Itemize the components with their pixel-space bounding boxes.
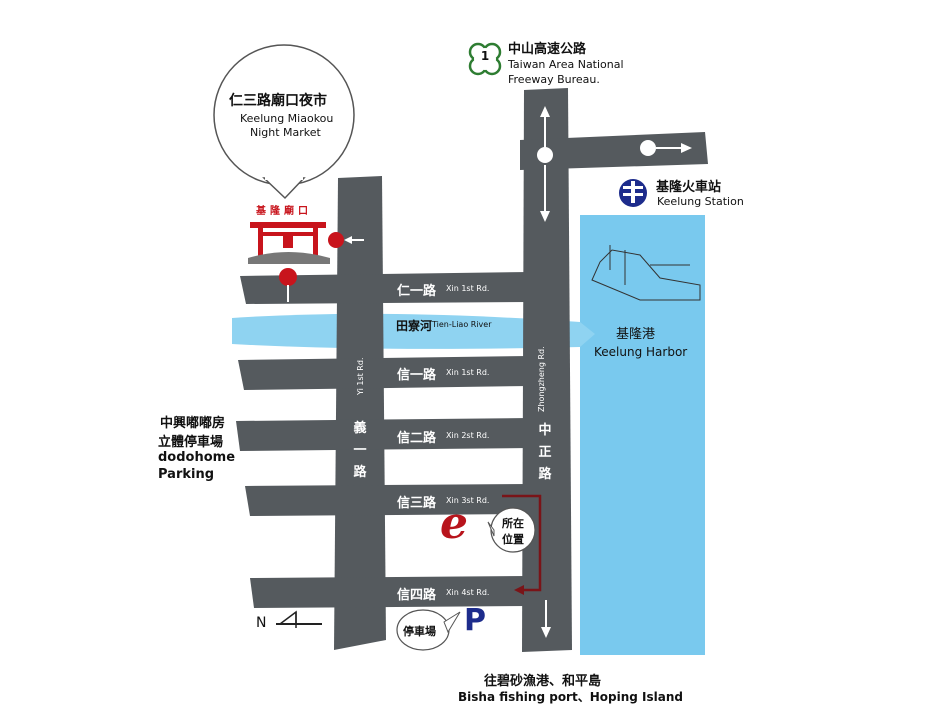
parking-p-icon: P [464,603,486,638]
down-arrow-icon [540,211,550,222]
hotel-bubble-1: 所在 [502,517,524,530]
yi1-name-zh: 義一路 [353,421,367,480]
xin4-name-en: Xin 4st Rd. [446,588,490,597]
dodohome-zh-2: 立體停車場 [158,435,224,450]
xin2-name-en: Xin 2st Rd. [446,431,490,440]
station-road [520,132,708,170]
station-name-zh: 基隆火車站 [656,180,722,195]
zhongzheng-name-en: Zhongzheng Rd. [537,346,546,412]
compass-north-label: N [256,615,267,631]
taiwan-railway-logo-icon [619,179,647,207]
freeway-1-shield-icon [468,42,502,76]
night-market-name-zh: 仁三路廟口夜市 [229,93,327,109]
tien-liao-river [232,313,595,349]
xin2-name-zh: 信二路 [397,431,437,446]
night-market-bubble [213,44,355,200]
dodohome-en-2: Parking [158,467,215,482]
south-exit-arrow-icon [541,627,551,638]
station-junction-dot [640,140,656,156]
freeway-name-en-2: Freeway Bureau. [508,73,600,86]
night-market-name-en-1: Keelung Miaokou [240,112,334,125]
hotel-logo-icon: e [440,498,468,549]
freeway-name-en-1: Taiwan Area National [508,58,624,71]
night-market-marker [328,232,344,248]
ship-illustration [591,245,701,301]
compass-icon [276,610,322,628]
xin-2nd-road [236,418,530,451]
right-arrow-icon [681,143,692,153]
junction-dot [537,147,553,163]
station-name-en: Keelung Station [657,195,744,208]
freeway-number: 1 [480,49,490,63]
freeway-name-zh: 中山高速公路 [508,42,587,57]
xin4-name-zh: 信四路 [397,588,437,603]
harbor-name-en: Keelung Harbor [594,345,688,359]
zhongzheng-name-zh: 中正路 [538,423,552,482]
xin1-name-en: Xin 1st Rd. [446,368,490,377]
ren1-name-zh: 仁一路 [397,284,437,299]
parking-bubble [396,609,461,651]
harbor-name-zh: 基隆港 [616,327,656,342]
destination-zh: 往碧砂漁港、和平島 [484,674,602,689]
up-arrow-icon [540,106,550,117]
miaokou-gate-icon [248,222,330,264]
night-market-name-en-2: Night Market [250,126,321,139]
left-arrow-icon [344,236,352,244]
hotel-bubble-2: 位置 [502,533,524,546]
hotel-location-bubble [487,507,536,553]
gate-sign: 基隆廟口 [256,206,312,217]
xin-3rd-road [245,484,530,516]
xin-4th-road [250,576,530,608]
dodohome-zh-1: 中興嘟嘟房 [160,416,226,431]
ren-1st-road [240,272,530,304]
ren1-name-en: Xin 1st Rd. [446,284,490,293]
xin1-name-zh: 信一路 [397,368,437,383]
destination-en: Bisha fishing port、Hoping Island [458,690,683,704]
dodohome-en-1: dodohome [158,450,236,465]
parking-bubble-text: 停車場 [403,625,436,638]
river-name-en: Tien-Liao River [432,320,492,329]
xin3-name-zh: 信三路 [397,496,437,511]
xin-1st-road [238,356,530,390]
zhongzheng-road [522,88,572,652]
hotel-name: e-coast star hotel [410,552,520,565]
xin3-name-en: Xin 3st Rd. [446,496,490,505]
hotel-route-line [502,494,542,592]
dodohome-marker [279,268,297,286]
river-name-zh: 田寮河 [396,319,433,333]
yi1-name-en: Yi 1st Rd. [356,357,365,395]
route-arrow-icon [514,585,524,595]
keelung-harbor-water [580,215,705,655]
